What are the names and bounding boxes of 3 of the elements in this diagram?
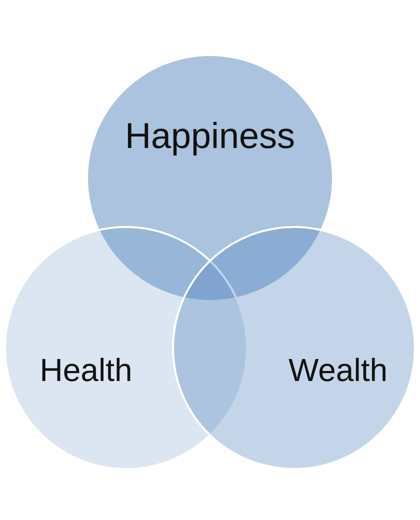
set-label: Wealth [288,354,388,386]
set-label: Health [40,354,132,386]
set-label: Happiness [124,118,296,154]
